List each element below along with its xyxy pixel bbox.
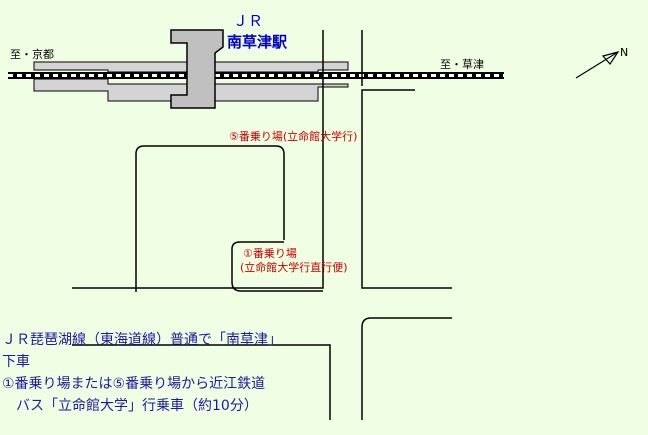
access-instructions: ＪＲ琵琶湖線（東海道線）普通で「南草津」 下車 ①番乗り場または⑤番乗り場から近… — [2, 329, 402, 417]
station-label-name: 南草津駅 — [227, 33, 288, 51]
station-platforms — [33, 61, 349, 102]
instruction-line-1: ＪＲ琵琶湖線（東海道線）普通で「南草津」 — [2, 332, 282, 348]
instruction-line-2: 下車 — [2, 354, 30, 370]
roads — [72, 30, 452, 420]
station-building — [170, 29, 224, 109]
stop-1-sublabel: (立命館大学行直行便) — [240, 260, 348, 274]
stop-1-label: ①番乗り場 — [243, 247, 297, 260]
instruction-line-3: ①番乗り場または⑤番乗り場から近江鉄道 — [2, 376, 266, 392]
north-arrow-icon — [575, 51, 620, 79]
north-label: N — [620, 46, 628, 59]
station-label-jr: ＪＲ — [233, 12, 263, 30]
stop-5-label: ⑤番乗り場(立命館大学行) — [229, 129, 357, 143]
direction-west-label: 至・京都 — [10, 47, 54, 61]
direction-east-label: 至・草津 — [440, 58, 484, 71]
instruction-line-4: バス「立命館大学」行乗車（約10分） — [2, 398, 258, 414]
railway-track — [8, 72, 504, 79]
